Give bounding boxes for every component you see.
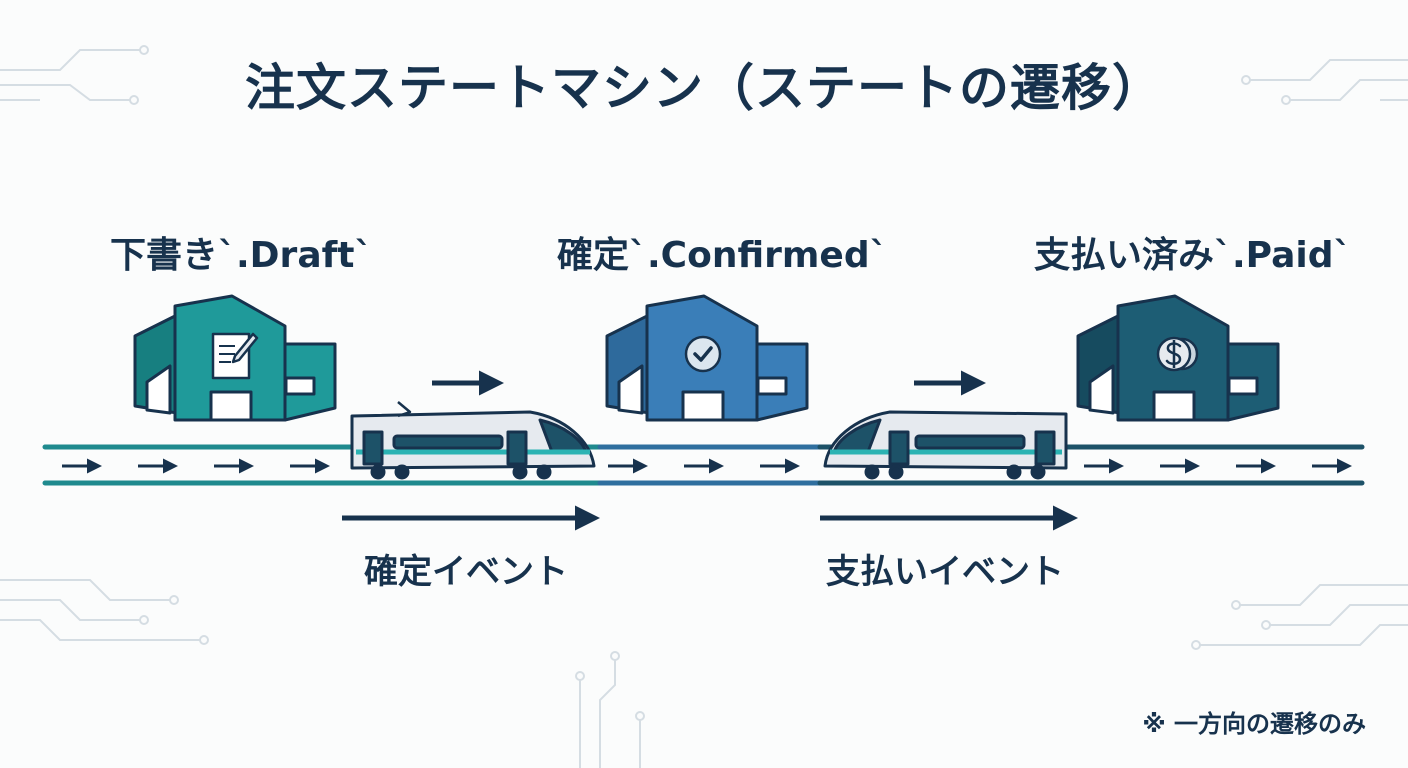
event-label-confirm: 確定イベント — [364, 552, 568, 592]
train-to-confirmed — [350, 401, 596, 480]
state-building-paid — [1076, 294, 1280, 422]
event-label-payment: 支払いイベント — [826, 552, 1064, 592]
train-to-paid — [823, 410, 1068, 480]
page-title: 注文ステートマシン（ステートの遷移） — [245, 59, 1163, 117]
document-pen-icon — [211, 332, 259, 380]
state-building-draft — [133, 294, 337, 422]
state-label-confirmed: 確定`.Confirmed` — [557, 235, 888, 276]
footnote: ※ 一方向の遷移のみ — [1142, 710, 1366, 738]
state-label-paid: 支払い済み`.Paid` — [1034, 235, 1352, 276]
checkmark-icon — [684, 335, 722, 373]
dollar-coin-icon — [1156, 336, 1199, 372]
circuit-decoration — [0, 45, 1408, 768]
state-label-draft: 下書き`.Draft` — [110, 235, 373, 276]
state-building-confirmed — [605, 294, 809, 422]
